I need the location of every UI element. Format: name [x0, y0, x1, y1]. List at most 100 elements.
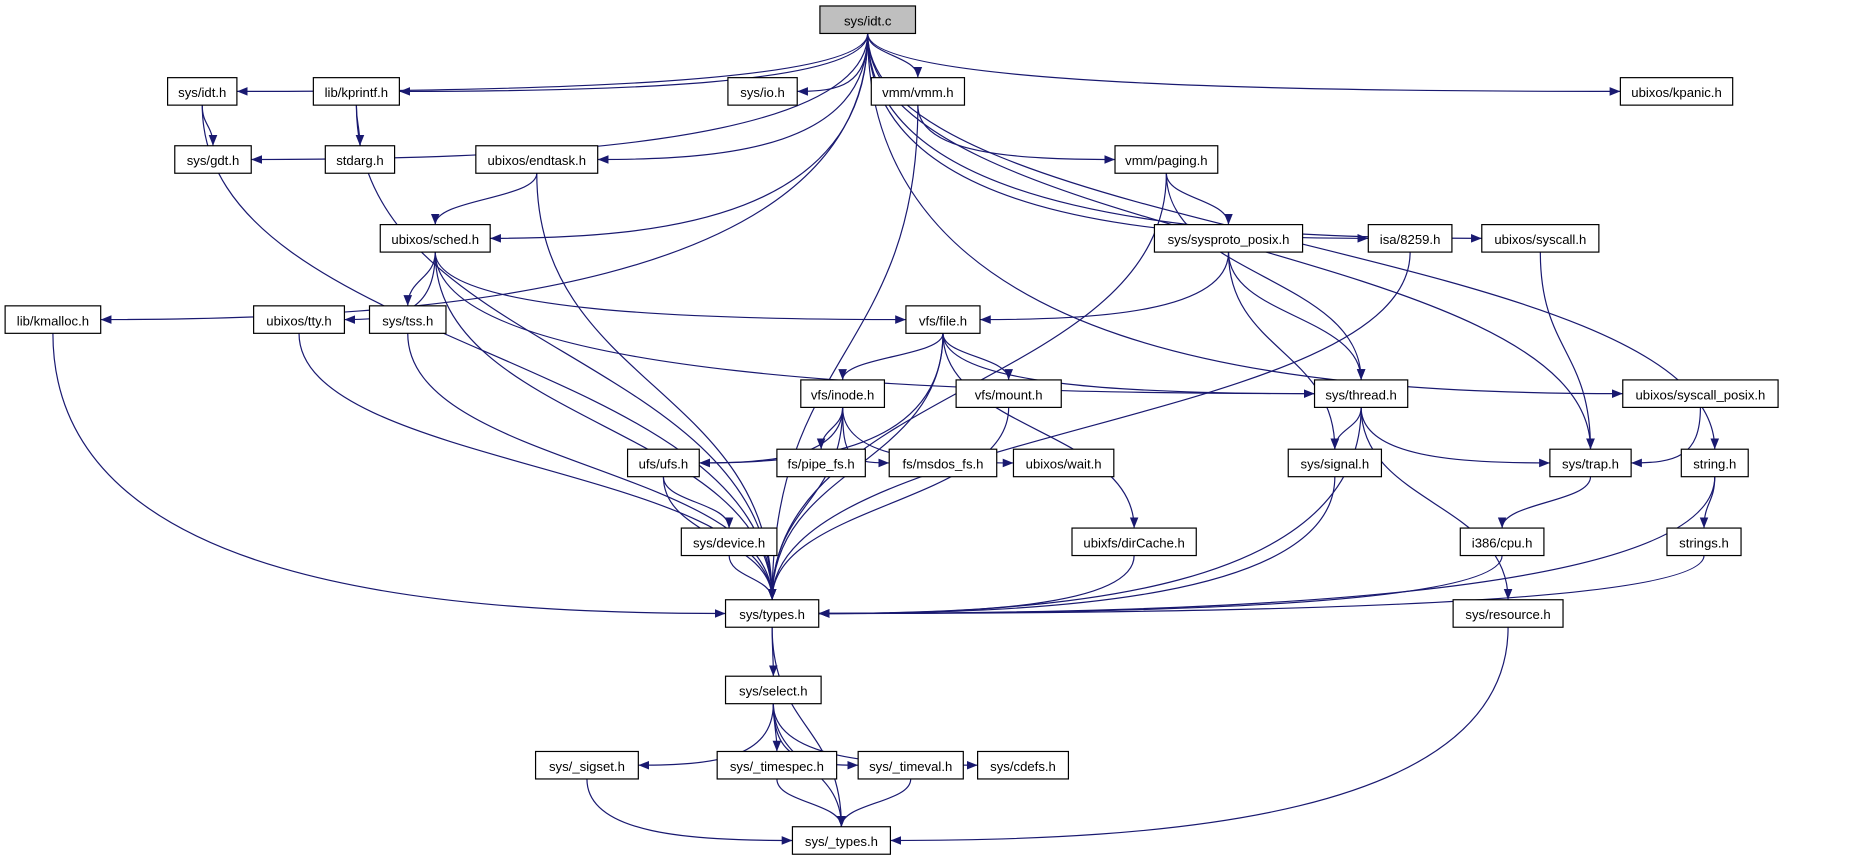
node-box	[4, 305, 102, 334]
node-box	[253, 305, 346, 334]
node-box	[1680, 448, 1749, 478]
node-sys-thread-h[interactable]: sys/thread.h	[1313, 379, 1409, 408]
node-ubixos-syscall-posix-h[interactable]: ubixos/syscall_posix.h	[1622, 379, 1779, 408]
node-label: sys/cdefs.h	[990, 759, 1056, 774]
node-ubixfs-dircache-h[interactable]: ubixfs/dirCache.h	[1071, 527, 1197, 557]
edge-sys-idt-c-to-ubixos-endtask-h	[597, 33, 869, 164]
node-sys-io-h[interactable]: sys/io.h	[727, 77, 798, 106]
node-box	[1012, 448, 1115, 478]
node-string-h[interactable]: string.h	[1680, 448, 1749, 478]
node-ubixos-endtask-h[interactable]: ubixos/endtask.h	[475, 145, 599, 174]
node-vfs-file-h[interactable]: vfs/file.h	[905, 305, 981, 334]
edge-sys-timeval-h-to-sys-types-h	[837, 778, 912, 827]
node-lib-kmalloc-h[interactable]: lib/kmalloc.h	[4, 305, 102, 334]
node-label: ubixfs/dirCache.h	[1083, 535, 1184, 550]
edge-sys-idt-c-to-lib-kmalloc-h	[100, 33, 869, 324]
node-vmm-vmm-h[interactable]: vmm/vmm.h	[870, 77, 966, 106]
node-box	[174, 145, 252, 174]
node-vmm-paging-h[interactable]: vmm/paging.h	[1114, 145, 1219, 174]
edge-sys-idt-c-to-lib-kprintf-h	[399, 33, 869, 96]
node-sys-trap-h[interactable]: sys/trap.h	[1549, 448, 1632, 478]
edge-sys-types-h-to-sys-types-h	[771, 627, 846, 827]
node-box	[1622, 379, 1779, 408]
node-fs-msdos-fs-h[interactable]: fs/msdos_fs.h	[888, 448, 998, 478]
edge-strings-h-to-sys-types-h	[818, 555, 1705, 618]
node-sys-cdefs-h[interactable]: sys/cdefs.h	[977, 750, 1070, 780]
edge-sys-device-h-to-sys-types-h	[728, 555, 777, 600]
edge-string-h-to-strings-h	[1699, 476, 1716, 529]
node-ufs-ufs-h[interactable]: ufs/ufs.h	[626, 448, 700, 478]
node-sys-resource-h[interactable]: sys/resource.h	[1452, 599, 1564, 628]
node-label: sys/device.h	[693, 535, 765, 550]
edge-vmm-vmm-h-to-sys-types-h	[767, 105, 919, 600]
edge-sys-idt-h-to-sys-types-h	[201, 105, 777, 600]
edge-ubixos-endtask-h-to-ubixos-sched-h	[430, 173, 538, 225]
edge-ubixos-sched-h-to-sys-tss-h	[403, 252, 436, 306]
node-label: sys/_timespec.h	[730, 759, 824, 774]
node-i386-cpu-h[interactable]: i386/cpu.h	[1459, 527, 1545, 557]
node-label: sys/thread.h	[1325, 387, 1397, 402]
node-ubixos-tty-h[interactable]: ubixos/tty.h	[253, 305, 346, 334]
node-box	[870, 77, 966, 106]
node-label: sys/signal.h	[1301, 457, 1370, 472]
edge-vfs-file-h-to-sys-thread-h	[942, 333, 1315, 398]
node-sys-types-h[interactable]: sys/_types.h	[791, 826, 892, 855]
node-label: strings.h	[1679, 535, 1729, 550]
node-strings-h[interactable]: strings.h	[1666, 527, 1742, 557]
node-stdarg-h[interactable]: stdarg.h	[324, 145, 396, 174]
node-sys-timeval-h[interactable]: sys/_timeval.h	[857, 750, 964, 780]
edge-sys-trap-h-to-i386-cpu-h	[1497, 476, 1592, 529]
node-sys-device-h[interactable]: sys/device.h	[680, 527, 778, 557]
node-isa-8259-h[interactable]: isa/8259.h	[1367, 224, 1453, 253]
node-fs-pipe-fs-h[interactable]: fs/pipe_fs.h	[776, 448, 866, 478]
edge-ubixos-sched-h-to-sys-thread-h	[434, 252, 1315, 398]
node-label: vmm/paging.h	[1125, 153, 1207, 168]
node-vfs-inode-h[interactable]: vfs/inode.h	[800, 379, 886, 408]
edge-sys-thread-h-to-sys-signal-h	[1330, 407, 1362, 450]
node-label: ubixos/kpanic.h	[1631, 85, 1721, 100]
node-box	[1549, 448, 1632, 478]
nodes: sys/idt.c sys/idt.h lib/kprintf.h sys/io.h v…	[4, 5, 1779, 855]
node-sys-sysproto-posix-h[interactable]: sys/sysproto_posix.h	[1153, 224, 1304, 253]
edge-ufs-ufs-h-to-sys-device-h	[662, 476, 734, 529]
edge-vfs-file-h-to-vfs-inode-h	[838, 333, 944, 381]
node-sys-tss-h[interactable]: sys/tss.h	[368, 305, 447, 334]
node-sys-idt-c[interactable]: sys/idt.c	[819, 5, 917, 35]
node-sys-timespec-h[interactable]: sys/_timespec.h	[716, 750, 838, 780]
node-box	[1459, 527, 1545, 557]
node-box	[626, 448, 700, 478]
node-lib-kprintf-h[interactable]: lib/kprintf.h	[312, 77, 400, 106]
node-label: ubixos/syscall_posix.h	[1635, 387, 1765, 402]
node-sys-types-h[interactable]: sys/types.h	[724, 599, 820, 628]
node-box	[888, 448, 998, 478]
node-box	[312, 77, 400, 106]
node-label: string.h	[1693, 457, 1736, 472]
node-box	[1313, 379, 1409, 408]
node-label: sys/types.h	[739, 607, 805, 622]
node-sys-idt-h[interactable]: sys/idt.h	[167, 77, 238, 106]
node-ubixos-sched-h[interactable]: ubixos/sched.h	[379, 224, 491, 253]
node-box	[727, 77, 798, 106]
node-sys-gdt-h[interactable]: sys/gdt.h	[174, 145, 252, 174]
node-box	[776, 448, 866, 478]
edge-vmm-paging-h-to-sys-sysproto-posix-h	[1165, 173, 1233, 225]
node-ubixos-kpanic-h[interactable]: ubixos/kpanic.h	[1619, 77, 1734, 106]
edge-sys-timespec-h-to-sys-types-h	[776, 778, 846, 827]
node-vfs-mount-h[interactable]: vfs/mount.h	[955, 379, 1062, 408]
node-ubixos-syscall-h[interactable]: ubixos/syscall.h	[1481, 224, 1600, 253]
node-box	[680, 527, 778, 557]
node-box	[1114, 145, 1219, 174]
edge-lib-kprintf-h-to-sys-types-h	[355, 105, 777, 600]
node-sys-signal-h[interactable]: sys/signal.h	[1287, 448, 1383, 478]
node-ubixos-wait-h[interactable]: ubixos/wait.h	[1012, 448, 1115, 478]
edge-sys-thread-h-to-sys-resource-h	[1360, 407, 1513, 600]
node-box	[1619, 77, 1734, 106]
node-label: sys/sysproto_posix.h	[1168, 232, 1290, 247]
node-label: ubixos/wait.h	[1026, 457, 1102, 472]
node-label: sys/gdt.h	[187, 153, 240, 168]
node-label: lib/kmalloc.h	[17, 313, 89, 328]
node-sys-select-h[interactable]: sys/select.h	[724, 675, 822, 705]
node-sys-sigset-h[interactable]: sys/_sigset.h	[534, 750, 639, 780]
node-label: lib/kprintf.h	[325, 85, 388, 100]
